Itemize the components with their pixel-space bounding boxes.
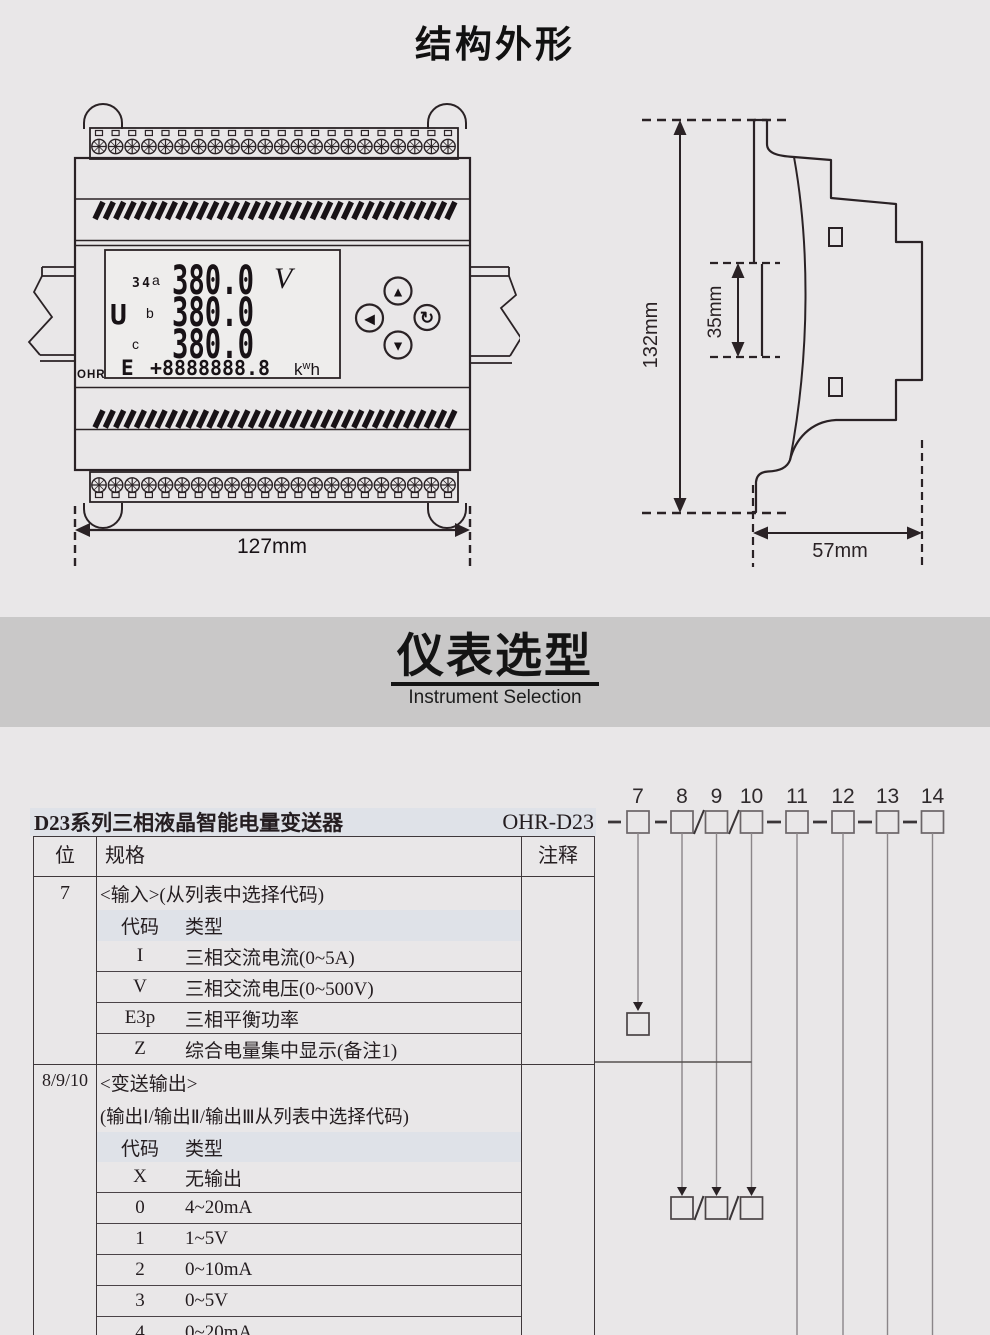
lcd-energy-unit: kwh bbox=[294, 360, 320, 379]
digit-labels: 7 8 9 10 11 12 13 14 bbox=[632, 785, 944, 808]
code-type-header: 代码 类型 bbox=[97, 910, 521, 941]
terminal-screws-bottom bbox=[91, 477, 456, 499]
mount-ear-top-right bbox=[427, 103, 467, 129]
svg-text:12: 12 bbox=[831, 785, 854, 808]
key-down bbox=[383, 330, 413, 360]
code-separators bbox=[608, 809, 917, 835]
terminal-screws-top bbox=[91, 129, 456, 155]
dim-ext-lines-35 bbox=[710, 261, 780, 359]
key-left bbox=[354, 303, 385, 333]
lcd-voltage-b: 380.0 bbox=[172, 290, 254, 336]
dim-height-label: 132mm bbox=[640, 302, 662, 369]
table-group-input: 7 <输入>(从列表中选择代码) 代码 类型 I 三相交流电流(0~5A) V … bbox=[33, 877, 595, 1065]
group-pos: 7 bbox=[33, 877, 97, 1064]
lcd-phase-c-label: c bbox=[132, 336, 139, 352]
leader-arrowheads bbox=[633, 1002, 757, 1196]
option-row: 4 0~20mA bbox=[135, 1321, 253, 1335]
table-header-row: 位 规格 注释 bbox=[33, 837, 595, 877]
selection-table: 位 规格 注释 7 <输入>(从列表中选择代码) 代码 类型 I 三相交流电流(… bbox=[33, 836, 595, 1335]
mount-ear-top-left bbox=[83, 103, 123, 129]
selection-title: 仪表选型 bbox=[391, 631, 599, 687]
option-row: 1 1~5V bbox=[97, 1224, 521, 1255]
clip-detail-upper bbox=[828, 227, 843, 247]
code-label: 代码 bbox=[120, 917, 159, 938]
clip-detail-lower bbox=[828, 377, 843, 397]
enter-loop-icon: ↻ bbox=[420, 309, 434, 328]
selection-banner: 仪表选型 Instrument Selection bbox=[0, 617, 990, 727]
svg-text:11: 11 bbox=[786, 785, 808, 808]
option-row: 0 4~20mA bbox=[97, 1193, 521, 1224]
din-rail-break-left bbox=[27, 266, 75, 362]
structure-title: 结构外形 bbox=[415, 24, 575, 65]
key-enter bbox=[413, 303, 441, 332]
din-rail-break-right bbox=[470, 266, 520, 364]
group-intro: <输入>(从列表中选择代码) bbox=[100, 885, 325, 906]
terminal-strip-bottom bbox=[89, 471, 459, 503]
lcd-phase-a-label: a bbox=[152, 272, 160, 288]
dim-rail-label: 35mm bbox=[705, 286, 726, 339]
product-title-strip: D23系列三相液晶智能电量变送器 OHR-D23 bbox=[30, 808, 596, 836]
col-header-spec: 规格 bbox=[97, 837, 522, 876]
key-up bbox=[383, 276, 413, 306]
group-pos: 8/9/10 bbox=[33, 1065, 97, 1335]
lcd-voltage-a: 380.0 bbox=[172, 258, 254, 304]
svg-text:7: 7 bbox=[632, 785, 644, 808]
lcd-voltage-c: 380.0 bbox=[172, 322, 254, 368]
target-boxes bbox=[626, 1012, 764, 1221]
svg-text:13: 13 bbox=[876, 785, 899, 808]
front-view-drawing: 34 a U b c 380.0 380.0 380.0 V E +888888… bbox=[27, 103, 520, 570]
dim-ext-lines-127 bbox=[73, 506, 472, 570]
device-body bbox=[73, 156, 472, 472]
dim-depth-label: 57mm bbox=[812, 540, 868, 562]
lcd-energy-symbol: E bbox=[121, 356, 134, 380]
svg-text:8: 8 bbox=[676, 785, 688, 808]
svg-text:14: 14 bbox=[921, 785, 945, 808]
model-code: OHR-D23 bbox=[502, 809, 594, 834]
lcd-energy-value: +8888888.8 bbox=[150, 356, 270, 380]
dim-ext-lines-57 bbox=[751, 440, 924, 567]
svg-text:10: 10 bbox=[740, 785, 763, 808]
option-row: I 三相交流电流(0~5A) bbox=[97, 941, 521, 972]
side-view-drawing: 132mm 35mm 57mm bbox=[640, 118, 924, 567]
mount-ear-bottom-right bbox=[427, 503, 467, 529]
svg-text:9: 9 bbox=[711, 785, 723, 808]
option-row: V 三相交流电压(0~500V) bbox=[97, 972, 521, 1003]
brand-logo: OHR bbox=[77, 369, 106, 381]
option-row: Z 综合电量集中显示(备注1) bbox=[134, 1038, 398, 1062]
dim-width-label: 127mm bbox=[237, 535, 307, 558]
option-row: 2 0~10mA bbox=[97, 1255, 521, 1286]
down-arrow-icon: ▼ bbox=[391, 338, 405, 354]
type-label: 类型 bbox=[185, 1138, 224, 1160]
table-group-output: 8/9/10 <变送输出> (输出Ⅰ/输出Ⅱ/输出Ⅲ从列表中选择代码) 代码 类… bbox=[33, 1065, 595, 1335]
col-header-note: 注释 bbox=[522, 837, 595, 876]
lcd-volt-unit: V bbox=[274, 262, 296, 295]
group-intro2: (输出Ⅰ/输出Ⅱ/输出Ⅲ从列表中选择代码) bbox=[100, 1107, 409, 1128]
leader-lines bbox=[637, 833, 934, 1335]
code-label: 代码 bbox=[120, 1138, 159, 1160]
selection-subtitle: Instrument Selection bbox=[408, 687, 582, 709]
option-row: E3p 三相平衡功率 bbox=[97, 1003, 521, 1034]
mount-ear-bottom-left bbox=[83, 503, 123, 529]
curved-front-cover bbox=[789, 156, 807, 461]
lcd-voltage-symbol: U bbox=[110, 298, 127, 331]
enclosure-profile bbox=[753, 118, 924, 514]
vent-slots-top bbox=[92, 200, 458, 221]
code-type-header: 代码 类型 bbox=[97, 1132, 521, 1162]
note-cell bbox=[522, 1065, 595, 1335]
vent-slots-bottom bbox=[92, 409, 458, 429]
note-cell bbox=[522, 877, 595, 1064]
product-name: D23系列三相液晶智能电量变送器 bbox=[34, 811, 344, 835]
col-header-pos: 位 bbox=[33, 837, 97, 876]
left-arrow-icon: ◀ bbox=[364, 311, 375, 327]
lcd-phase-b-label: b bbox=[146, 305, 154, 321]
mounting-face bbox=[752, 120, 764, 356]
up-arrow-icon: ▲ bbox=[391, 284, 405, 300]
ordering-code-diagram: 7 8 9 10 11 12 13 14 bbox=[595, 785, 945, 1335]
option-row: X 无输出 bbox=[97, 1162, 521, 1193]
type-label: 类型 bbox=[185, 917, 224, 938]
option-row: 3 0~5V bbox=[97, 1286, 521, 1317]
group-intro: <变送输出> bbox=[100, 1073, 198, 1095]
code-boxes bbox=[626, 810, 945, 834]
lcd-display bbox=[104, 249, 341, 379]
